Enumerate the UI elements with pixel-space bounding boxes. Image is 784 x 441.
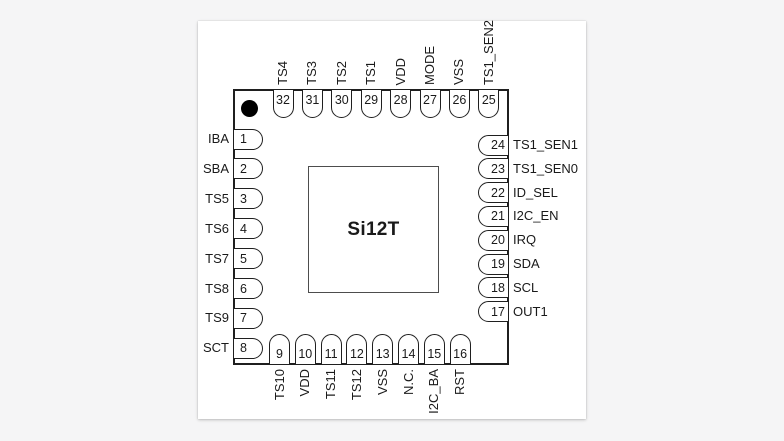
pin-number: 20	[491, 233, 505, 248]
pin-4: 4	[233, 218, 263, 240]
pin-number: 12	[349, 346, 364, 361]
pin-29-label: TS1	[363, 61, 379, 85]
pin-number: 16	[453, 346, 468, 361]
pin-15: 15	[423, 334, 445, 365]
pin-number: 19	[491, 257, 505, 271]
pin-29: 29	[360, 89, 382, 118]
pin-number: 13	[375, 346, 390, 361]
pin-number: 31	[305, 92, 320, 107]
pin-number: 26	[452, 92, 467, 107]
pin-25-label: TS1_SEN2	[480, 19, 496, 85]
pin-30-label: TS2	[333, 61, 349, 85]
pin-number: 14	[401, 346, 416, 361]
pin-32-label: TS4	[275, 61, 290, 85]
pin-9-label: TS10	[271, 369, 287, 401]
pin-number: 8	[240, 341, 247, 356]
pin-number: 30	[334, 92, 349, 107]
pin-number: 24	[491, 138, 505, 152]
pin-6: 6	[233, 278, 263, 299]
pin-18-label: SCL	[513, 279, 539, 295]
chip-label: Si12T	[347, 218, 400, 240]
pin-6-label: TS8	[205, 280, 229, 296]
pin-number: 21	[491, 209, 505, 224]
pin-24-label: TS1_SEN1	[513, 137, 579, 152]
pin-number: 1	[240, 132, 247, 146]
pin-number: 11	[324, 346, 338, 361]
pin-23-label: TS1_SEN0	[513, 160, 579, 176]
pin-26: 26	[448, 89, 470, 118]
pin-23: 23	[478, 158, 509, 180]
pin-number: 18	[491, 280, 505, 295]
pin-5: 5	[233, 248, 263, 270]
pin-7: 7	[233, 307, 263, 329]
pin-number: 25	[481, 92, 496, 107]
pin-12: 12	[346, 334, 368, 365]
pin-27-label: MODE	[422, 46, 437, 85]
pin-7-label: TS9	[205, 310, 229, 326]
pin-number: 22	[491, 185, 505, 200]
pin-number: 28	[393, 92, 408, 107]
pin-11-label: TS11	[323, 369, 339, 400]
pin-10-label: VDD	[297, 369, 313, 397]
pin-number: 3	[240, 191, 247, 206]
pin-number: 2	[240, 161, 247, 176]
pin-number: 15	[427, 346, 442, 361]
pin-20: 20	[478, 229, 509, 251]
pin-number: 32	[276, 92, 290, 107]
pin-20-label: IRQ	[513, 232, 537, 248]
pin-8-label: SCT	[203, 340, 229, 356]
pin-3: 3	[233, 188, 263, 210]
pin-11: 11	[320, 334, 342, 365]
pin-28-label: VDD	[392, 57, 408, 85]
pin-number: 5	[240, 251, 247, 266]
pin-21-label: I2C_EN	[513, 208, 559, 224]
pin-30: 30	[331, 89, 353, 118]
pin-12-label: TS12	[348, 369, 364, 401]
pin-32: 32	[272, 89, 294, 118]
pin-26-label: VSS	[451, 58, 467, 85]
pin-19-label: SDA	[513, 256, 540, 271]
pin-2-label: SBA	[202, 160, 229, 176]
pin-number: 7	[240, 311, 247, 326]
pin-1: 1	[233, 128, 263, 150]
pin-8: 8	[233, 337, 263, 359]
pin-18: 18	[478, 277, 509, 299]
pin-number: 17	[491, 304, 505, 319]
pin-4-label: TS6	[205, 220, 229, 236]
pin-number: 23	[491, 161, 505, 176]
pin-9: 9	[269, 334, 290, 365]
pin-31: 31	[301, 89, 323, 118]
pin1-indicator-dot	[241, 100, 258, 117]
pin-16-label: RST	[452, 369, 468, 395]
pin-number: 4	[240, 221, 247, 236]
pin-1-label: IBA	[208, 131, 229, 146]
pin-22: 22	[478, 182, 509, 204]
pin-17: 17	[478, 301, 509, 323]
chip-die: Si12T	[308, 166, 439, 293]
pin-15-label: I2C_BA	[426, 369, 442, 414]
pin-22-label: ID_SEL	[513, 184, 558, 200]
pin-14-label: N.C.	[400, 369, 416, 395]
pin-27: 27	[419, 89, 441, 118]
pin-5-label: TS7	[205, 250, 229, 266]
pin-31-label: TS3	[304, 61, 320, 85]
pin-25: 25	[478, 89, 500, 118]
pin-13: 13	[372, 334, 394, 365]
pin-number: 10	[298, 346, 313, 361]
pin-number: 27	[423, 92, 437, 107]
pin-28: 28	[390, 89, 412, 118]
pin-16: 16	[449, 334, 471, 365]
pin-24: 24	[478, 134, 509, 156]
pin-14: 14	[398, 334, 419, 365]
pin-number: 29	[364, 92, 379, 107]
pin-number: 9	[276, 346, 283, 361]
pin-2: 2	[233, 158, 263, 180]
pin-19: 19	[478, 253, 509, 275]
pin-21: 21	[478, 205, 509, 227]
pin-number: 6	[240, 281, 247, 296]
pin-3-label: TS5	[205, 190, 229, 206]
pin-17-label: OUT1	[513, 303, 548, 319]
pin-13-label: VSS	[374, 369, 390, 396]
pin-10: 10	[294, 334, 316, 365]
